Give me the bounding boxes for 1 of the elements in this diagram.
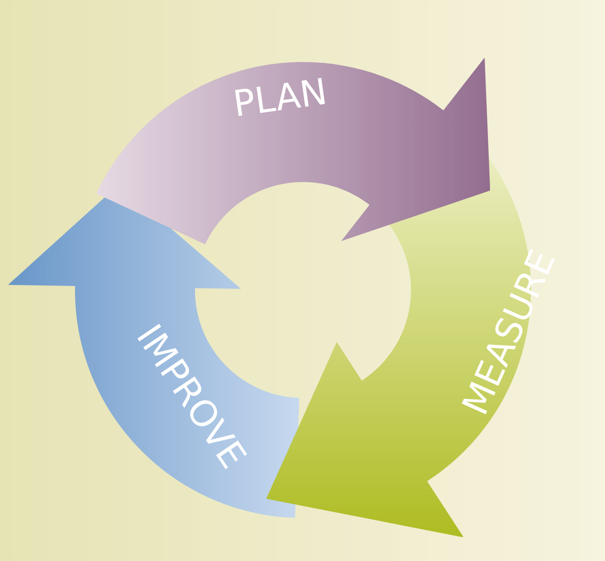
cycle-arrow: PLAN bbox=[235, 78, 325, 116]
